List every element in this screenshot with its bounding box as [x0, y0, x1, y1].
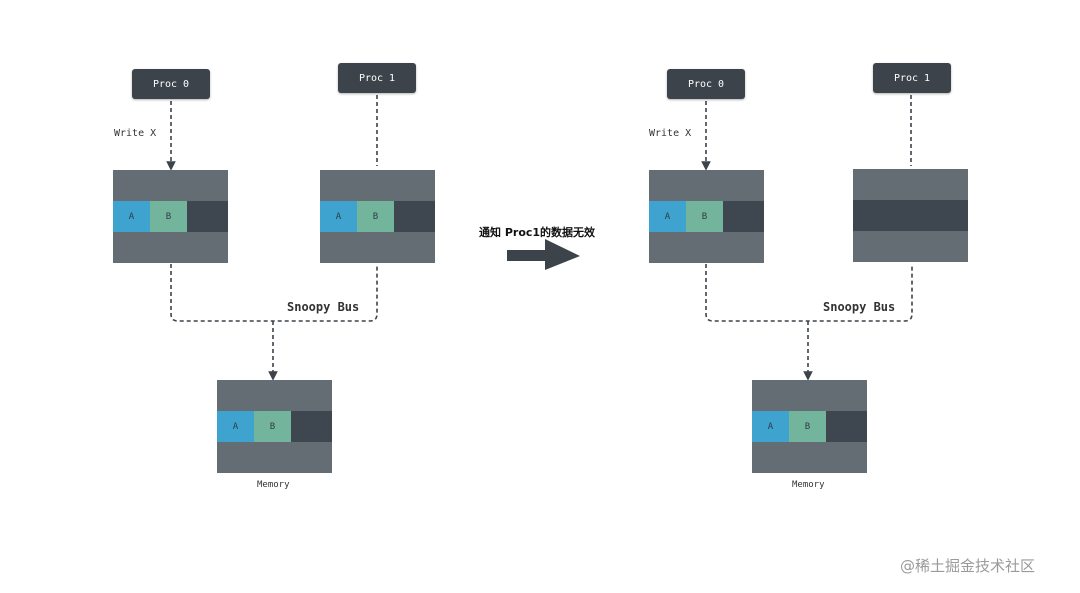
cell-a: A — [649, 201, 686, 232]
cell-b: B — [789, 411, 826, 442]
proc0-box: Proc 0 — [667, 69, 745, 99]
memory-label: Memory — [792, 480, 825, 490]
cell-b: B — [357, 201, 394, 232]
memory-box: A B — [217, 380, 332, 473]
write-x-label: Write X — [114, 128, 157, 139]
cell-b: B — [150, 201, 187, 232]
proc1-label: Proc 1 — [358, 72, 396, 84]
write-x-label: Write X — [649, 128, 692, 139]
proc0-box: Proc 0 — [132, 69, 210, 99]
memory-line: A B — [217, 411, 332, 442]
cell-a: A — [752, 411, 789, 442]
cell-a: A — [217, 411, 254, 442]
cache-line: A B — [113, 201, 228, 232]
memory-label: Memory — [257, 480, 290, 490]
cell-b: B — [254, 411, 291, 442]
cell-a: A — [320, 201, 357, 232]
proc1-cache: A B — [320, 170, 435, 263]
proc0-cache: A B — [113, 170, 228, 263]
proc0-cache: A B — [649, 170, 764, 263]
proc1-label: Proc 1 — [893, 72, 931, 84]
cell-a: A — [113, 201, 150, 232]
proc1-box: Proc 1 — [338, 63, 416, 93]
cell-b: B — [686, 201, 723, 232]
invalidated-cache-line — [853, 200, 968, 231]
proc1-cache-invalidated — [853, 169, 968, 262]
proc0-label: Proc 0 — [687, 78, 725, 90]
transition-arrow-icon — [507, 239, 580, 270]
memory-line: A B — [752, 411, 867, 442]
invalidate-note: 通知 Proc1的数据无效 — [479, 226, 596, 239]
cache-line: A B — [649, 201, 764, 232]
proc0-label: Proc 0 — [152, 78, 190, 90]
snoopy-bus-label: Snoopy Bus — [287, 300, 360, 314]
snoopy-bus-label: Snoopy Bus — [823, 300, 896, 314]
cache-line: A B — [320, 201, 435, 232]
proc1-box: Proc 1 — [873, 63, 951, 93]
watermark: @稀土掘金技术社区 — [900, 557, 1036, 575]
snoopy-bus-line — [170, 264, 378, 322]
memory-box: A B — [752, 380, 867, 473]
snoopy-bus-line — [705, 264, 913, 322]
